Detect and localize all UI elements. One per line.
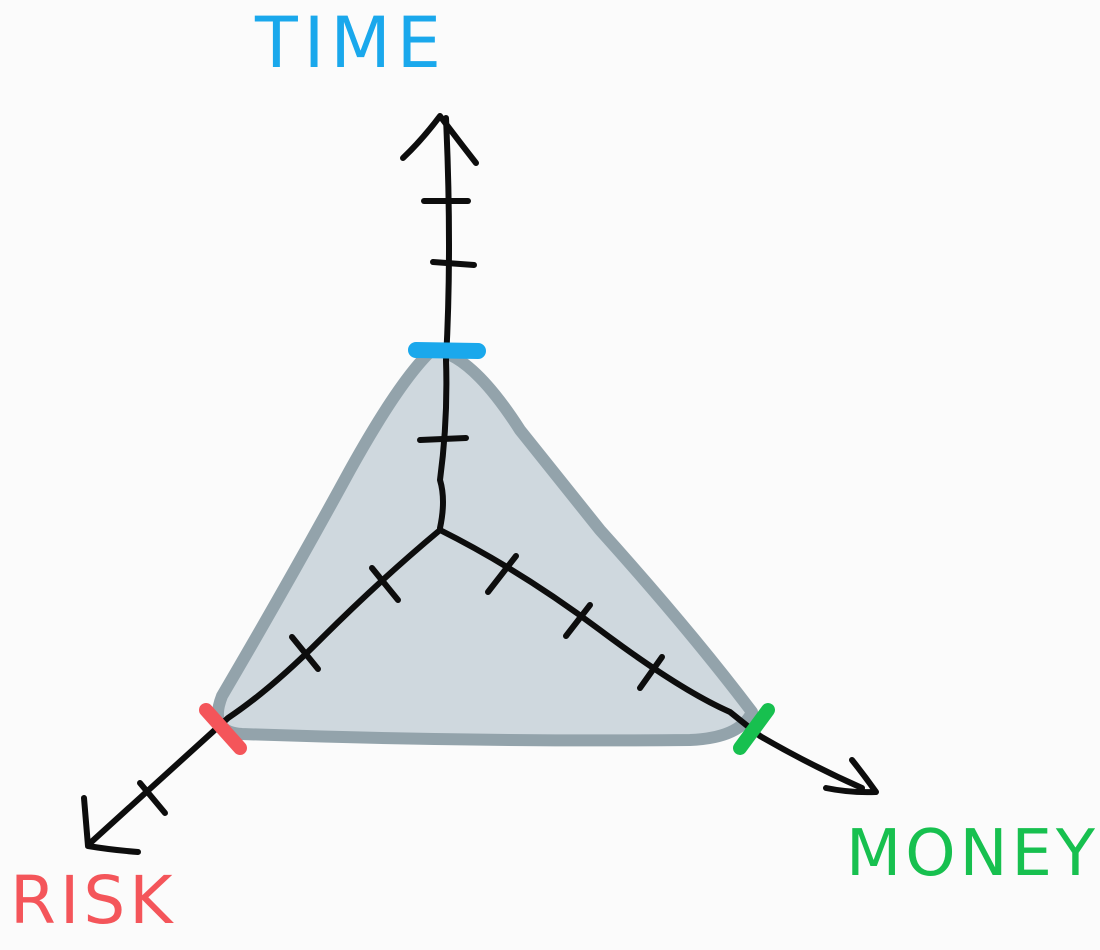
time-axis-tick-3 (417, 435, 469, 443)
money-axis-line (437, 527, 865, 791)
money-axis-tick-2 (563, 602, 593, 639)
risk-axis-arrowhead (81, 795, 141, 855)
money-label: MONEY (846, 817, 1099, 891)
risk-axis-tick-3 (137, 780, 168, 816)
risk-axis-tick-2 (289, 634, 321, 672)
time-axis-line (437, 115, 452, 531)
risk-axis-tick-1 (369, 565, 401, 603)
risk-label: RISK (10, 862, 177, 939)
money-axis-arrowhead (823, 757, 879, 796)
time-axis-tick-2 (430, 259, 477, 268)
time-marker (408, 342, 486, 359)
money-axis-tick-1 (485, 553, 519, 595)
time-axis-arrowhead (400, 113, 479, 166)
money-axis-tick-3 (637, 654, 665, 691)
time-label: TIME (255, 2, 448, 84)
money-marker (733, 703, 775, 755)
risk-marker (199, 703, 247, 755)
risk-axis (81, 527, 443, 855)
time-axis (400, 113, 479, 531)
money-axis (437, 527, 879, 796)
